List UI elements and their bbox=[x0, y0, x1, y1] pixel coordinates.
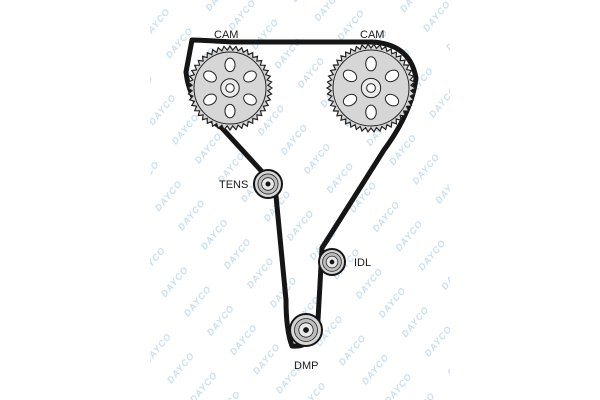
idl-label: IDL bbox=[354, 257, 371, 269]
gear-hole bbox=[243, 93, 257, 106]
gear-hole bbox=[342, 69, 358, 83]
idler-pulley bbox=[318, 248, 346, 276]
gear-bore bbox=[225, 83, 235, 93]
gear-hole bbox=[224, 103, 236, 119]
pulley-center bbox=[303, 327, 309, 333]
belt-path bbox=[183, 37, 419, 349]
tensioner-pulley bbox=[253, 169, 283, 199]
gear-hole bbox=[224, 57, 236, 73]
timing-belt bbox=[183, 37, 419, 349]
cam-gear-left bbox=[186, 44, 274, 132]
gear-hole bbox=[384, 93, 400, 107]
cam-gear-right bbox=[325, 43, 417, 133]
gear-hole bbox=[365, 56, 377, 72]
pulley-center bbox=[329, 259, 335, 265]
cam-left-label: CAM bbox=[214, 29, 238, 41]
gear-bore bbox=[366, 83, 376, 93]
dmp-label: DMP bbox=[294, 360, 318, 372]
tens-label: TENS bbox=[219, 179, 248, 191]
gear-hole bbox=[342, 93, 358, 107]
gear-hole bbox=[384, 69, 400, 83]
gear-hole bbox=[203, 70, 217, 83]
gear-hole bbox=[243, 70, 257, 83]
cam-right-label: CAM bbox=[360, 29, 384, 41]
pulley-center bbox=[265, 181, 271, 187]
gear-hole bbox=[365, 104, 377, 120]
damper-pulley bbox=[289, 313, 323, 347]
gear-hole bbox=[203, 93, 217, 106]
